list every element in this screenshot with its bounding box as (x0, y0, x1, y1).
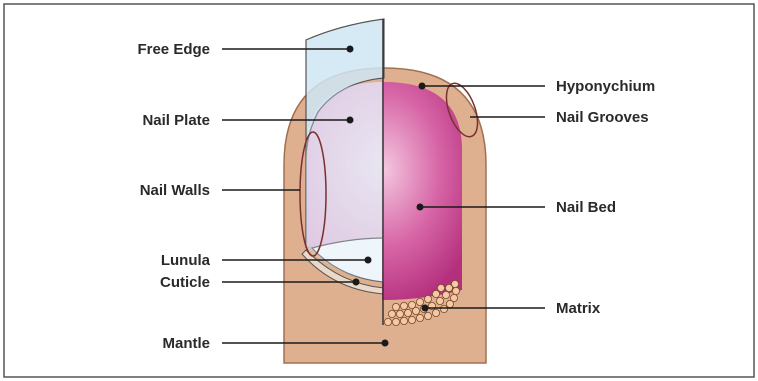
matrix-cell (424, 295, 431, 302)
matrix-cell (436, 297, 443, 304)
matrix-cell (432, 309, 439, 316)
label-cuticle: Cuticle (160, 274, 210, 291)
label-nail-grooves: Nail Grooves (556, 109, 649, 126)
matrix-cell (440, 305, 447, 312)
dot-lunula (365, 257, 372, 264)
dot-free-edge (347, 46, 354, 53)
matrix-cell (404, 309, 411, 316)
matrix-cell (416, 314, 423, 321)
label-matrix: Matrix (556, 300, 601, 317)
dot-cuticle (353, 279, 360, 286)
matrix-cell (396, 310, 403, 317)
matrix-cell (408, 316, 415, 323)
dot-mantle (382, 340, 389, 347)
label-hyponychium: Hyponychium (556, 78, 655, 95)
label-mantle: Mantle (162, 335, 210, 352)
matrix-cell (437, 284, 444, 291)
matrix-cell (408, 301, 415, 308)
matrix-cell (450, 294, 457, 301)
matrix-cell (432, 290, 439, 297)
label-nail-bed: Nail Bed (556, 199, 616, 216)
label-lunula: Lunula (161, 252, 211, 269)
matrix-cell (392, 303, 399, 310)
label-nail-walls: Nail Walls (140, 182, 210, 199)
matrix-cell (416, 298, 423, 305)
matrix-cell (452, 287, 459, 294)
dot-nail-plate (347, 117, 354, 124)
dot-matrix (422, 305, 429, 312)
matrix-cell (445, 284, 452, 291)
matrix-cell (400, 302, 407, 309)
matrix-cell (424, 312, 431, 319)
dot-hyponychium (419, 83, 426, 90)
matrix-cell (400, 317, 407, 324)
label-free-edge: Free Edge (137, 41, 210, 58)
dot-nail-bed (417, 204, 424, 211)
matrix-cell (392, 318, 399, 325)
label-nail-plate: Nail Plate (142, 112, 210, 129)
matrix-cell (388, 310, 395, 317)
matrix-cell (384, 318, 391, 325)
matrix-cell (442, 291, 449, 298)
